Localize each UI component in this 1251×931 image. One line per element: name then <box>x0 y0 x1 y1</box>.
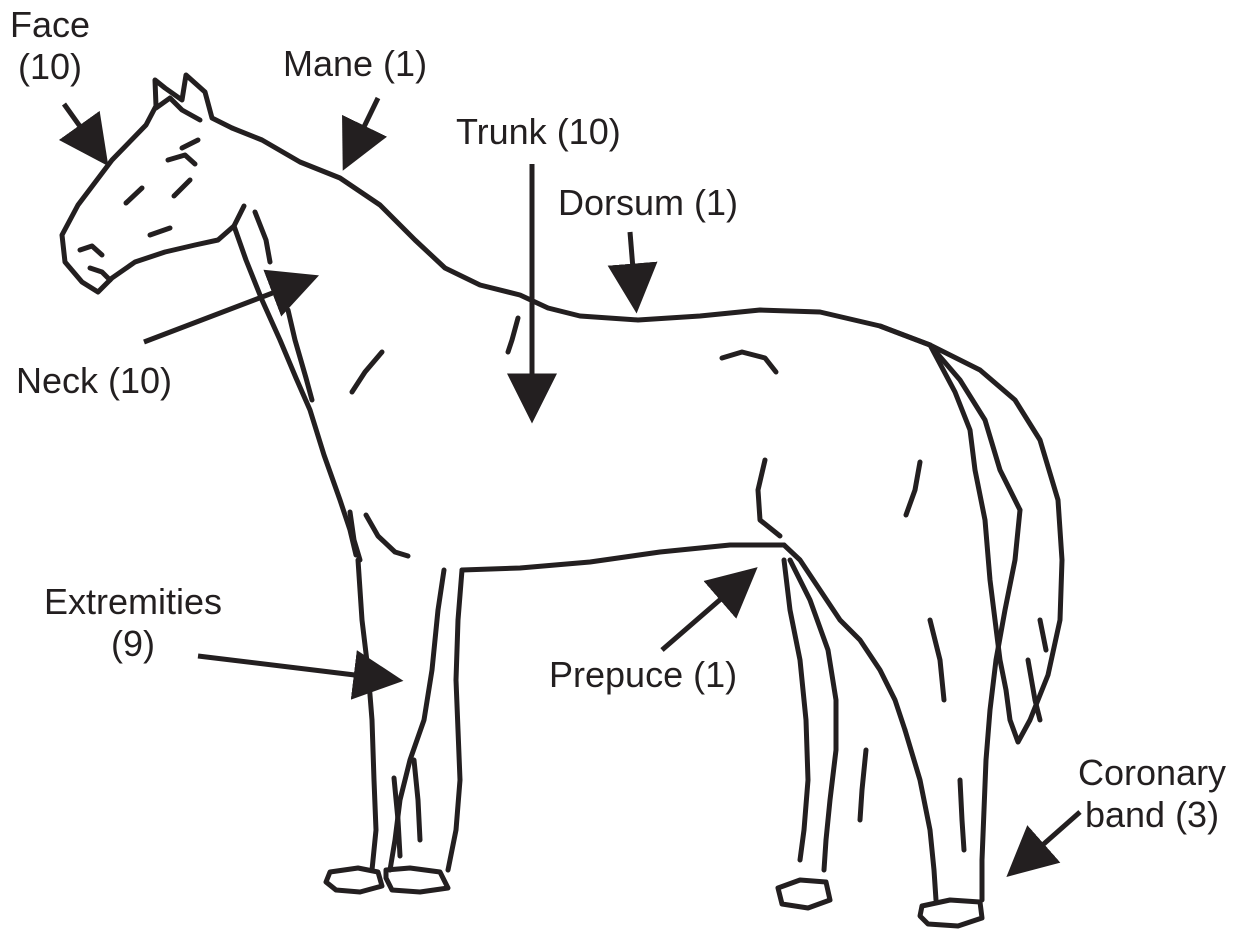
throat-and-chest <box>234 226 356 555</box>
face-arrow <box>64 104 104 160</box>
crest-and-back <box>232 128 930 345</box>
cheek-line-4 <box>174 180 190 196</box>
hind-hoof-far <box>778 880 830 908</box>
extremities-label-line2: (9) <box>44 623 222 665</box>
mane-arrow <box>346 98 378 164</box>
front-leg-near-back <box>448 570 462 870</box>
front-hoof-far <box>326 868 382 892</box>
prepuce-label: Prepuce (1) <box>549 654 737 696</box>
dorsum-arrow <box>630 232 636 306</box>
hind-leg-near-inner2 <box>960 780 964 850</box>
front-leg-far <box>358 560 376 870</box>
hip-line <box>722 352 776 372</box>
eye <box>168 155 195 164</box>
tail <box>930 345 1062 742</box>
cheek-line-1 <box>182 140 198 148</box>
neck-label: Neck (10) <box>16 360 172 402</box>
head-outline <box>62 75 244 292</box>
coronary-band-arrow <box>1012 812 1080 872</box>
mouth-line <box>90 268 110 280</box>
prepuce-arrow <box>662 572 752 650</box>
mane-label: Mane (1) <box>283 43 427 85</box>
hind-hoof-near <box>920 900 982 926</box>
coronary-band-label-line2: band (3) <box>1078 794 1226 836</box>
hind-leg-near-inner <box>930 620 944 700</box>
hind-leg-far-line <box>860 750 866 820</box>
tail-strand-2 <box>1040 620 1046 650</box>
dorsum-label: Dorsum (1) <box>558 182 738 224</box>
neck-line-1 <box>255 212 270 262</box>
extremities-label: Extremities (9) <box>44 581 222 665</box>
extremities-label-line1: Extremities <box>44 581 222 623</box>
belly-line <box>462 545 784 570</box>
trunk-line <box>508 318 518 352</box>
trunk-label: Trunk (10) <box>456 111 621 153</box>
hind-leg-far-front <box>784 560 808 860</box>
stifle-line <box>906 462 920 515</box>
hind-leg-near <box>905 730 936 900</box>
elbow-line <box>366 515 408 556</box>
front-hoof-near <box>386 868 448 892</box>
coronary-band-label: Coronary band (3) <box>1078 752 1226 836</box>
face-label: Face (10) <box>10 4 90 88</box>
nostril <box>80 246 102 255</box>
thigh-line <box>758 460 780 536</box>
face-label-line2: (10) <box>10 46 90 88</box>
cheek-line-3 <box>150 228 170 235</box>
face-label-line1: Face <box>10 4 90 46</box>
shoulder-line <box>352 352 382 392</box>
ear-outline <box>156 98 200 120</box>
cheek-line-2 <box>126 188 142 203</box>
coronary-band-label-line1: Coronary <box>1078 752 1226 794</box>
front-leg-far-inner2 <box>414 760 420 840</box>
